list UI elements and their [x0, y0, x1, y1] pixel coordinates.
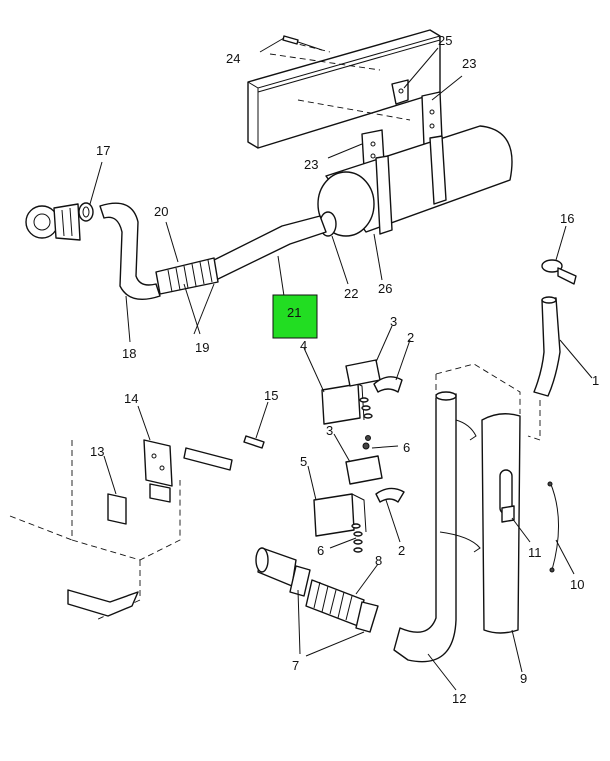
callout-6-lower[interactable]: 6 [317, 543, 324, 558]
bracket-25 [391, 79, 409, 105]
flex-pipe-8 [305, 579, 365, 627]
clip-11 [501, 505, 515, 523]
callout-25[interactable]: 25 [438, 33, 452, 48]
bracket-5 [313, 493, 367, 537]
muffler-26 [317, 125, 513, 237]
bracket-3-middle [345, 435, 383, 485]
elbow-pipe-18 [99, 202, 161, 300]
callout-3-upper[interactable]: 3 [390, 314, 397, 329]
callout-22[interactable]: 22 [344, 286, 358, 301]
callout-24[interactable]: 24 [226, 51, 240, 66]
clamp-band-10 [547, 481, 559, 573]
bolt-24 [282, 35, 323, 51]
bolt-15 [243, 435, 265, 449]
callout-labels: 1 2 2 3 3 4 5 6 6 7 8 9 10 11 12 13 14 1… [90, 33, 599, 706]
turbocharger [25, 203, 81, 241]
callout-16[interactable]: 16 [560, 211, 574, 226]
pipe-stub-lower [255, 547, 297, 587]
callout-5[interactable]: 5 [300, 454, 307, 469]
callout-6-upper[interactable]: 6 [403, 440, 410, 455]
callout-13[interactable]: 13 [90, 444, 104, 459]
washers-6-upper [359, 397, 373, 419]
callout-2-lower[interactable]: 2 [398, 543, 405, 558]
callout-12[interactable]: 12 [452, 691, 466, 706]
callout-23-front[interactable]: 23 [304, 157, 318, 172]
callout-21[interactable]: 21 [287, 305, 301, 320]
clamp-7-right [355, 601, 379, 633]
callout-17[interactable]: 17 [96, 143, 110, 158]
rain-cap-16 [541, 259, 577, 285]
callout-1[interactable]: 1 [592, 373, 599, 388]
spacer-block [183, 447, 233, 471]
stack-dashed-guide [527, 400, 541, 441]
vertical-pipe-12 [393, 391, 457, 663]
callout-18[interactable]: 18 [122, 346, 136, 361]
callout-11[interactable]: 11 [528, 545, 542, 560]
callout-2-upper[interactable]: 2 [407, 330, 414, 345]
u-bolts [439, 419, 481, 553]
heat-shield-9 [481, 413, 521, 634]
callout-19[interactable]: 19 [195, 340, 209, 355]
leader-lines [89, 37, 593, 691]
bottom-bracket [67, 589, 139, 617]
callout-15[interactable]: 15 [264, 388, 278, 403]
bracket-3-upper [345, 359, 381, 387]
callout-14[interactable]: 14 [124, 391, 138, 406]
washers-6-lower [351, 523, 363, 553]
callout-20[interactable]: 20 [154, 204, 168, 219]
clamp-7-left [289, 565, 311, 597]
clamp-17 [78, 202, 94, 222]
callout-3-middle[interactable]: 3 [326, 423, 333, 438]
callout-4[interactable]: 4 [300, 338, 307, 353]
dashed-box [435, 363, 521, 414]
callout-7[interactable]: 7 [292, 658, 299, 673]
stack-pipe-1 [533, 296, 561, 397]
plate-13 [107, 493, 127, 525]
exhaust-pipe-21 [209, 215, 327, 281]
frame-rail [247, 29, 441, 149]
callout-10[interactable]: 10 [570, 577, 584, 592]
clamp-2-lower [375, 487, 405, 503]
callout-9[interactable]: 9 [520, 671, 527, 686]
bracket-14 [143, 439, 173, 503]
callout-26[interactable]: 26 [378, 281, 392, 296]
clamp-2-upper [373, 376, 403, 393]
callout-8[interactable]: 8 [375, 553, 382, 568]
callout-23-rear[interactable]: 23 [462, 56, 476, 71]
flex-pipe-20 [155, 257, 219, 295]
highlight-box-21[interactable] [272, 294, 318, 339]
bracket-4-upper [321, 383, 365, 425]
